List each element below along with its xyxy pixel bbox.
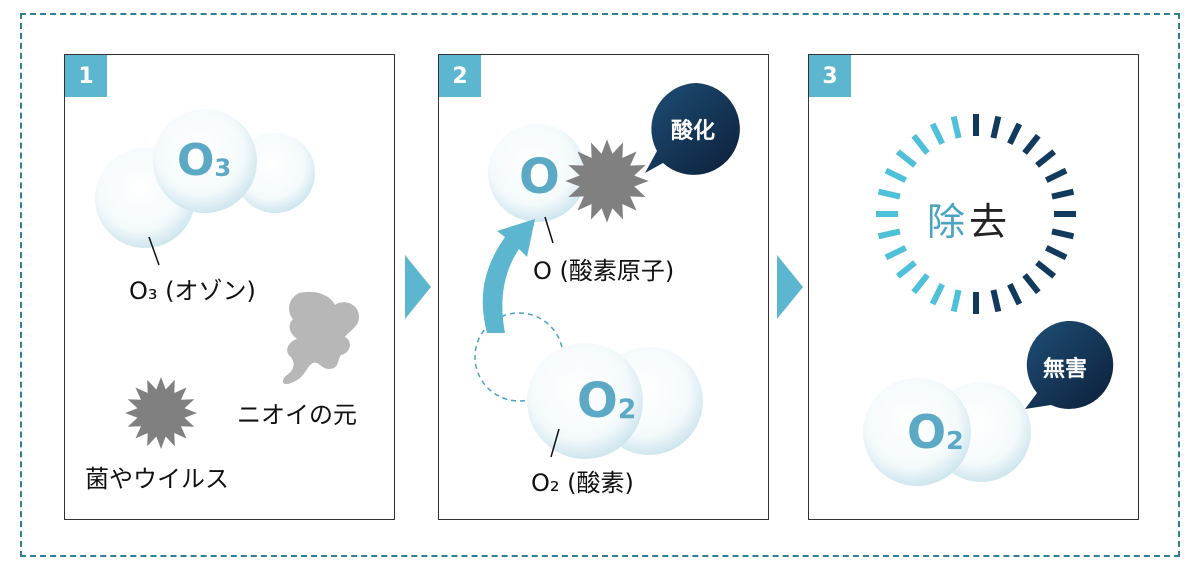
ozone-pointer-line: [145, 235, 165, 275]
step-number: 2: [439, 55, 481, 97]
step-panel-1: 1 O3 O₃ (オゾン) ニオイの元 菌やウイルス: [64, 54, 395, 520]
burst-dash: [993, 290, 998, 312]
germ-label: 菌やウイルス: [85, 459, 229, 494]
odor-label: ニオイの元: [237, 395, 357, 430]
burst-dash: [1025, 136, 1039, 153]
burst-dash: [914, 275, 928, 292]
odor-smoke-icon: [279, 291, 369, 391]
burst-dash: [1010, 284, 1020, 304]
step-number: 3: [809, 55, 851, 97]
burst-dash: [1025, 275, 1039, 292]
removal-text-main: 除: [927, 200, 969, 244]
harmless-badge-label: 無害: [1043, 351, 1087, 383]
step-panel-3: 3 除去 無害 O2: [808, 54, 1139, 520]
burst-dash: [954, 290, 959, 312]
next-arrow-icon: [777, 255, 803, 319]
burst-dash: [1010, 124, 1020, 144]
burst-dash: [879, 231, 901, 236]
oxygen-molecule-caption: O₂ (酸素): [531, 463, 634, 498]
next-arrow-icon: [405, 255, 431, 319]
oxygen-atom-symbol: O: [519, 149, 560, 205]
formula-base: O: [177, 135, 214, 186]
molecule-pointer-line: [547, 427, 567, 467]
formula-subscript: 2: [946, 426, 964, 455]
step-panel-2: 2 酸化 O O (酸素原子) O2 O₂ (酸素): [438, 54, 769, 520]
burst-dash: [898, 263, 915, 277]
germ-shape: [125, 377, 197, 449]
burst-dash: [1052, 192, 1074, 197]
burst-dash: [993, 117, 998, 139]
burst-dash: [898, 152, 915, 166]
burst-dash: [1037, 152, 1054, 166]
step-number: 1: [65, 55, 107, 97]
curved-arrow-icon: [469, 201, 559, 341]
ozone-formula: O3: [177, 135, 231, 186]
burst-dash: [933, 124, 943, 144]
burst-dash: [954, 117, 959, 139]
oxidize-badge-label: 酸化: [671, 113, 715, 145]
burst-dash: [933, 284, 943, 304]
formula-base: O: [907, 405, 946, 459]
germ-icon: [123, 375, 199, 451]
burst-dash: [1052, 231, 1074, 236]
oxygen-molecule-formula: O2: [907, 405, 964, 459]
burst-dash: [1037, 263, 1054, 277]
burst-dash: [1046, 248, 1066, 258]
germ-icon: [563, 137, 651, 225]
burst-dash: [1046, 171, 1066, 181]
burst-dash: [886, 171, 906, 181]
burst-dash: [886, 248, 906, 258]
ozone-caption: O₃ (オゾン): [129, 271, 256, 306]
burst-dash: [914, 136, 928, 153]
removal-text-rest: 去: [969, 200, 1011, 244]
burst-dash: [879, 192, 901, 197]
formula-base: O: [577, 373, 618, 429]
germ-shape: [565, 139, 648, 222]
formula-subscript: 3: [214, 154, 231, 182]
removal-text: 除去: [927, 191, 1011, 246]
formula-subscript: 2: [618, 394, 636, 425]
oxygen-molecule-formula: O2: [577, 373, 636, 429]
